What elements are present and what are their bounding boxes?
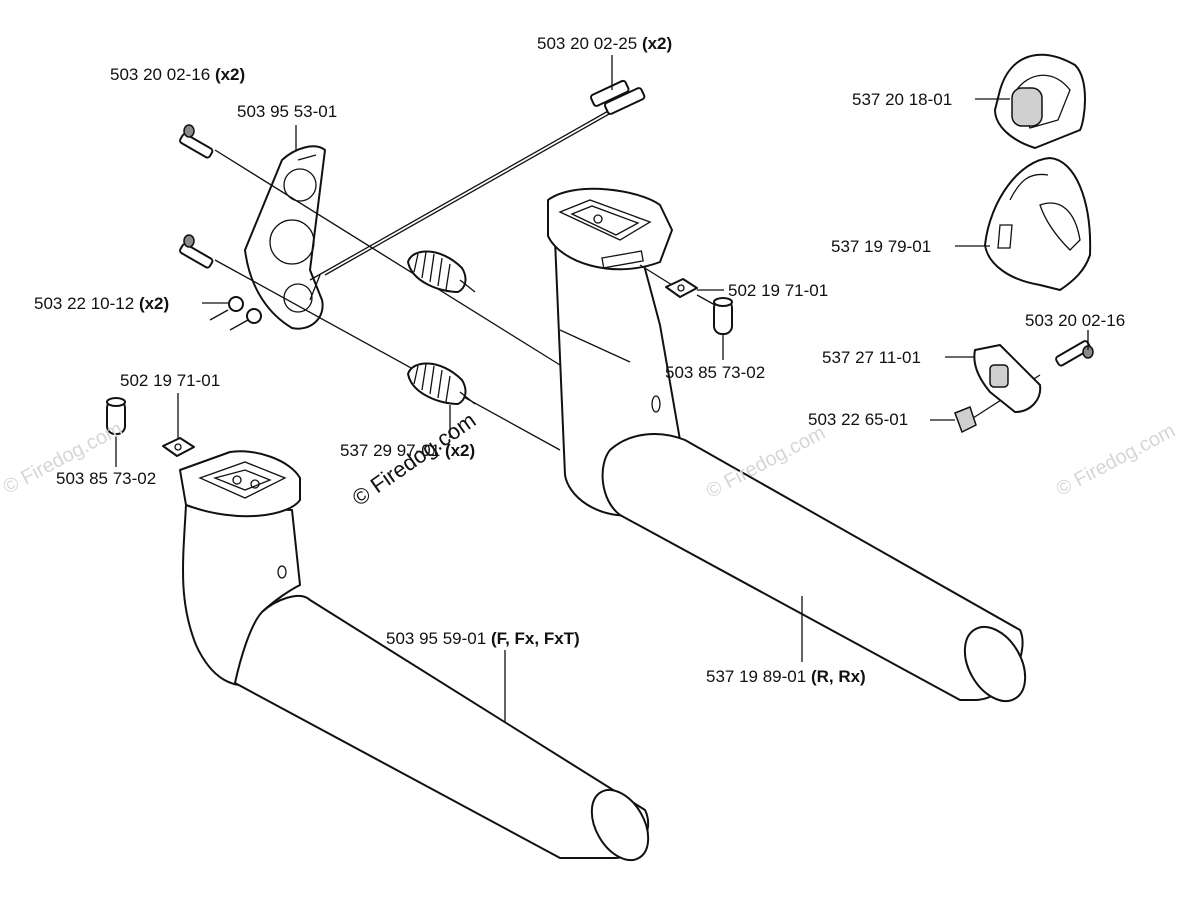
part-qty: (x2) xyxy=(641,34,673,53)
screw-right xyxy=(1055,340,1094,367)
square-nut-right xyxy=(665,278,698,298)
part-qty: (x2) xyxy=(444,441,476,460)
screw-left-mid xyxy=(179,234,214,269)
label-503-95-59-01: 503 95 59-01 (F, Fx, FxT) xyxy=(386,629,580,649)
part-number: 503 85 73-02 xyxy=(665,363,766,382)
label-537-19-89-01: 537 19 89-01 (R, Rx) xyxy=(706,667,866,687)
square-nut-left xyxy=(162,437,195,457)
label-503-85-73-02-left: 503 85 73-02 xyxy=(56,469,156,489)
part-qty: (x2) xyxy=(138,294,170,313)
part-number: 502 19 71-01 xyxy=(120,371,221,390)
part-number: 537 29 97-01 xyxy=(340,441,441,460)
bushing-right xyxy=(713,297,733,335)
label-537-29-97-01: 537 29 97-01 (x2) xyxy=(340,441,475,461)
left-handle-part xyxy=(179,450,650,862)
square-nut-clip xyxy=(954,406,977,434)
label-503-22-10-12: 503 22 10-12 (x2) xyxy=(34,294,169,314)
part-number: 503 20 02-16 xyxy=(1025,311,1126,330)
nuts-pair xyxy=(209,296,262,331)
label-503-95-53-01: 503 95 53-01 xyxy=(237,102,337,122)
label-503-22-65-01: 503 22 65-01 xyxy=(808,410,908,430)
part-number: 503 22 65-01 xyxy=(808,410,909,429)
label-502-19-71-01-right: 502 19 71-01 xyxy=(728,281,828,301)
damper-bottom xyxy=(407,362,476,405)
damper-top xyxy=(407,250,476,293)
label-503-20-02-16-single: 503 20 02-16 xyxy=(1025,311,1125,331)
right-handle-part xyxy=(547,187,1027,702)
part-qty: (x2) xyxy=(214,65,246,84)
clip-537-27-11-01 xyxy=(973,344,1042,413)
label-502-19-71-01-left: 502 19 71-01 xyxy=(120,371,220,391)
clip-537-20-18-01 xyxy=(994,53,1086,149)
part-number: 502 19 71-01 xyxy=(728,281,829,300)
assembly-lines xyxy=(214,104,1041,451)
label-503-85-73-02-right: 503 85 73-02 xyxy=(665,363,765,383)
long-screw-b xyxy=(603,87,646,115)
part-number: 503 95 53-01 xyxy=(237,102,338,121)
label-537-20-18-01: 537 20 18-01 xyxy=(852,90,952,110)
bushing-left xyxy=(106,397,126,435)
long-screw-a xyxy=(589,79,630,107)
part-number: 537 19 89-01 xyxy=(706,667,807,686)
part-qty: (F, Fx, FxT) xyxy=(490,629,580,648)
screw-left-top xyxy=(179,124,214,159)
clip-537-19-79-01 xyxy=(984,157,1092,291)
part-number: 503 20 02-16 xyxy=(110,65,211,84)
label-503-20-02-16-x2: 503 20 02-16 (x2) xyxy=(110,65,245,85)
part-qty: (R, Rx) xyxy=(810,667,866,686)
part-number: 503 95 59-01 xyxy=(386,629,487,648)
part-number: 503 20 02-25 xyxy=(537,34,638,53)
part-number: 537 27 11-01 xyxy=(822,348,921,367)
screws xyxy=(179,79,1094,367)
leader-lines xyxy=(115,55,1089,722)
part-number: 537 19 79-01 xyxy=(831,237,932,256)
label-537-27-11-01: 537 27 11-01 xyxy=(822,348,921,368)
part-number: 537 20 18-01 xyxy=(852,90,953,109)
label-537-19-79-01: 537 19 79-01 xyxy=(831,237,931,257)
bracket-part xyxy=(244,145,326,330)
part-number: 503 85 73-02 xyxy=(56,469,157,488)
part-number: 503 22 10-12 xyxy=(34,294,135,313)
label-503-20-02-25: 503 20 02-25 (x2) xyxy=(537,34,672,54)
